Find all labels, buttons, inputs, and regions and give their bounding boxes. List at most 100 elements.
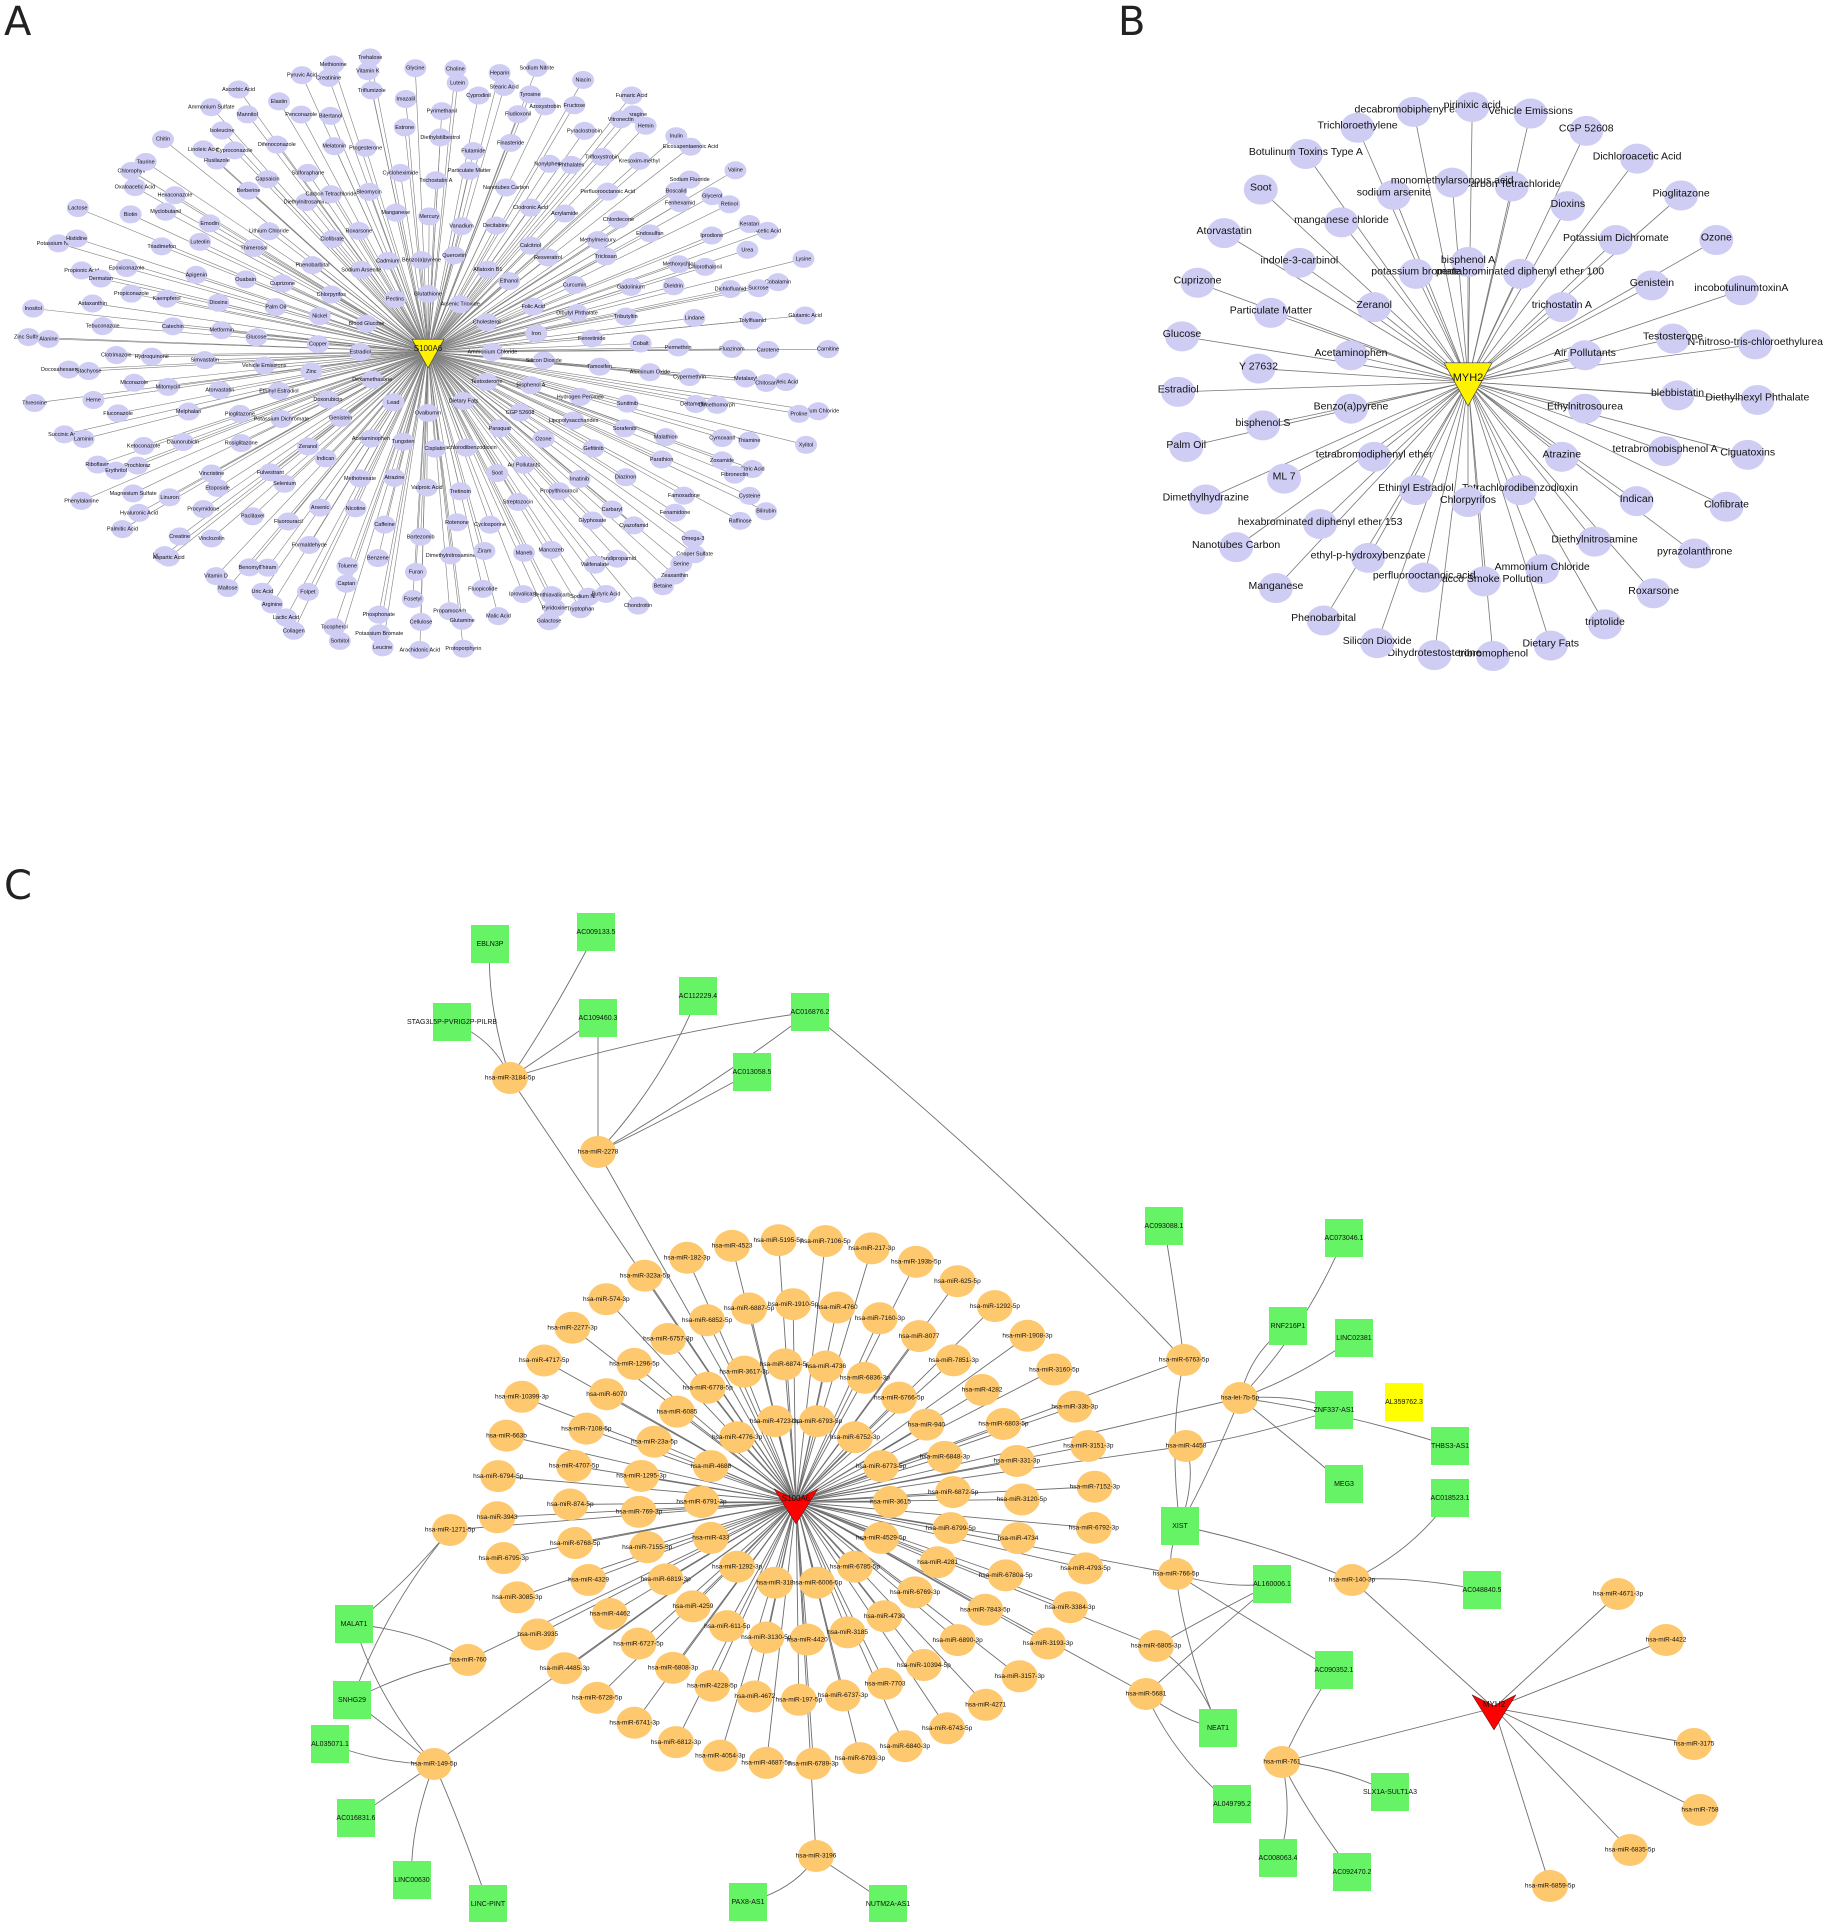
mirna-label: hsa-miR-758 <box>1681 1807 1719 1814</box>
chemical-node <box>583 555 606 574</box>
chemical-label: Air Pollutants <box>1554 347 1616 359</box>
network-a-edge <box>427 351 594 449</box>
chemical-label: Dimethylhydrazine <box>1163 491 1250 503</box>
lncrna-label: AL359762.3 <box>1385 1399 1423 1406</box>
chemical-label: Furan <box>409 569 423 575</box>
mirna-node <box>1128 1678 1164 1710</box>
network-b-edge <box>1258 368 1469 383</box>
chemical-node <box>418 207 441 226</box>
mirna-node <box>432 1514 468 1546</box>
chemical-node <box>189 232 212 251</box>
chemical-node <box>295 193 318 212</box>
chemical-node <box>336 557 359 576</box>
chemical-node <box>519 236 542 255</box>
chemical-node <box>417 284 439 303</box>
mirna-node <box>579 1681 616 1714</box>
lncrna-mirna-edge <box>1185 1409 1335 1447</box>
chemical-label: Acetaminophen <box>352 436 390 442</box>
network-a-edge <box>331 238 429 353</box>
chemical-label: Oxaloacetic Acid <box>115 185 156 191</box>
chemical-label: Creatine <box>169 534 190 540</box>
mirna-node <box>807 1350 844 1383</box>
chemical-label: bisphenol A <box>1441 254 1495 266</box>
mirna-node <box>485 1542 522 1575</box>
chemical-label: Diethylnitrosamine <box>1551 533 1638 545</box>
chemical-node <box>681 529 704 548</box>
lncrna-node <box>311 1725 349 1763</box>
chemical-node <box>475 372 498 391</box>
chemical-node <box>701 187 724 206</box>
chemical-label: Flusilazole <box>204 158 230 164</box>
chemical-node <box>53 425 76 444</box>
lncrna-node <box>1371 1773 1409 1811</box>
network-b-edge <box>1467 239 1717 383</box>
chemical-node <box>161 317 184 336</box>
chemical-label: Propamocarb <box>433 609 466 615</box>
chemical-label: Carbon Tetrachloride <box>1463 178 1560 190</box>
chemical-node <box>452 392 475 411</box>
mirna-label: hsa-miR-1296-5p <box>609 1361 660 1368</box>
chemical-label: Tungsten <box>392 439 415 445</box>
chemical-label: Soot <box>1250 181 1272 193</box>
network-b-edge <box>1467 289 1742 383</box>
chemical-label: Aluminum Oxide <box>630 370 670 376</box>
chemical-node <box>532 429 555 448</box>
chemical-label: Lutein <box>450 80 465 86</box>
mirna-label: hsa-miR-4723-3p <box>750 1418 801 1425</box>
mirna-label: hsa-miR-4282 <box>962 1387 1003 1394</box>
chemical-node <box>591 147 614 166</box>
network-a-edge <box>164 351 429 556</box>
chemical-node <box>572 70 595 89</box>
mirna-node <box>789 1623 826 1656</box>
mirna-node <box>714 1229 751 1262</box>
hub-mirna-edge <box>795 1501 925 1666</box>
chemical-node <box>328 631 351 650</box>
lncrna-label: AC013058.5 <box>733 1069 772 1076</box>
chemical-node <box>609 110 632 129</box>
chemical-node <box>1664 180 1699 211</box>
chemical-label: Ouabain <box>235 277 256 283</box>
mirna-node <box>929 1712 966 1745</box>
mirna-node <box>719 1421 756 1454</box>
chemical-label: Valifenalate <box>581 562 609 568</box>
chemical-label: Methionine <box>320 62 347 68</box>
chemical-label: Taurine <box>137 159 155 165</box>
lncrna-label: NEAT1 <box>1207 1725 1229 1732</box>
hub-node-c2 <box>1471 1694 1517 1731</box>
network-a-edge <box>81 270 429 353</box>
hub-mirna-edge <box>731 1245 797 1503</box>
chemical-label: Fructose <box>564 103 585 109</box>
panel-c-label: C <box>4 863 32 909</box>
chemical-node <box>409 612 432 631</box>
mirna-node <box>1682 1794 1718 1826</box>
network-a-edge <box>427 351 799 415</box>
network-a-edge <box>264 351 429 366</box>
chemical-node <box>580 329 603 348</box>
hub-mirna-edge <box>795 1280 958 1503</box>
chemical-node <box>206 478 229 497</box>
network-a-edge <box>100 278 429 353</box>
hub-mirna-edge <box>795 1377 866 1503</box>
chemical-node <box>415 478 438 497</box>
chemical-node <box>1258 573 1293 604</box>
hub-mirna-edge <box>795 1456 945 1503</box>
chemical-label: Tamoxifen <box>587 364 612 370</box>
chemical-node <box>1169 432 1204 463</box>
mirna-label: hsa-miR-4736 <box>805 1363 846 1370</box>
chemical-node <box>729 511 752 530</box>
network-a-edge <box>427 351 491 525</box>
lncrna-node <box>577 913 615 951</box>
chemical-node <box>57 360 80 379</box>
chemical-label: Thiram <box>259 565 277 571</box>
chemical-node <box>1451 487 1485 517</box>
chemical-node <box>537 612 560 631</box>
chemical-node <box>445 513 468 532</box>
chemical-node <box>667 255 690 274</box>
network-a-edge <box>427 164 572 353</box>
network-b-edge <box>1413 111 1469 383</box>
chemical-node <box>816 340 839 359</box>
chemical-node <box>619 277 642 296</box>
mirna-label: hsa-miR-3160-5p <box>1029 1366 1080 1373</box>
mirna-node <box>623 1459 660 1492</box>
chemical-label: Tyrosine <box>520 92 541 98</box>
